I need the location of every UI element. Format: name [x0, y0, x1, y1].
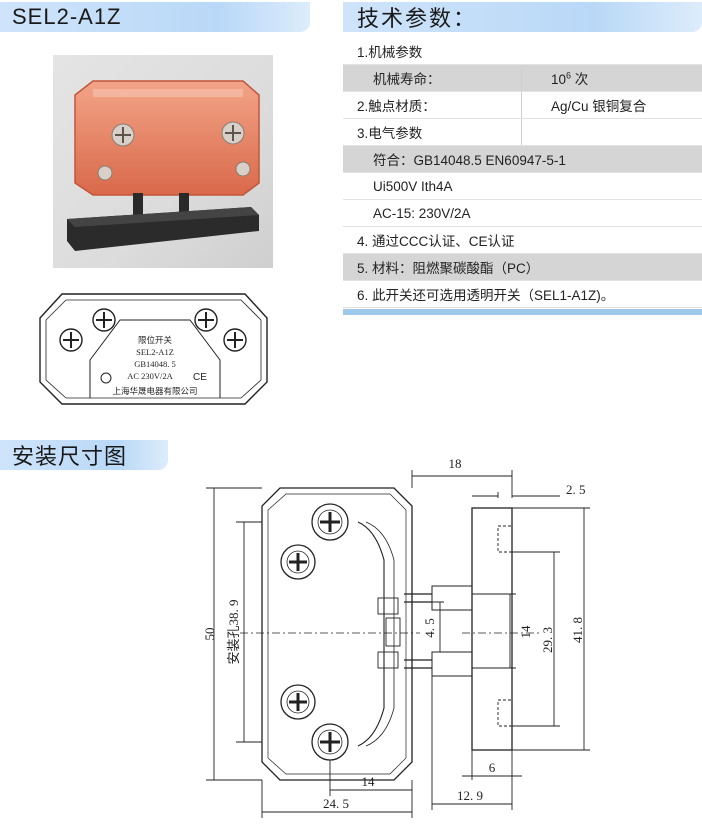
param-label: AC-15: 230V/2A — [373, 205, 471, 221]
param-label: 符合：GB14048.5 EN60947-5-1 — [373, 153, 566, 168]
param-row: Ui500V Ith4A — [343, 173, 702, 200]
dimension-lines — [206, 470, 590, 818]
param-label: 6. 此开关还可选用透明开关（SEL1-A1Z)。 — [357, 288, 615, 303]
column-divider — [521, 65, 522, 91]
param-label: 5. 材料：阻燃聚碳酸酯（PC） — [357, 261, 540, 276]
param-label: 3.电气参数 — [357, 126, 423, 141]
device-label-line1: 限位开关 — [138, 335, 173, 345]
param-row: 机械寿命： 106 次 — [343, 65, 702, 92]
tech-title: 技术参数： — [357, 6, 478, 31]
table-bottom-bar — [343, 309, 702, 315]
param-value-exponent: 6 — [566, 70, 572, 81]
dim-4-5: 4. 5 — [422, 618, 437, 638]
dim-50: 50 — [202, 628, 217, 641]
param-label: Ui500V Ith4A — [373, 178, 453, 194]
param-row: 5. 材料：阻燃聚碳酸酯（PC） — [343, 254, 702, 281]
param-label: 机械寿命： — [373, 72, 441, 87]
tech-title-bar: 技术参数： — [343, 2, 702, 32]
param-row: AC-15: 230V/2A — [343, 200, 702, 227]
dim-title-bar: 安装尺寸图 — [0, 440, 168, 470]
switch-front-drawing — [39, 293, 268, 405]
model-title: SEL2-A1Z — [12, 4, 122, 29]
dim-38-9: 安装孔38. 9 — [226, 599, 241, 664]
param-value-base: 10 — [551, 72, 567, 87]
device-label-line2: SEL2-A1Z — [136, 347, 174, 357]
dim-18: 18 — [449, 456, 462, 471]
device-label-ce: CE — [193, 372, 207, 383]
dim-29-3: 29. 3 — [540, 627, 555, 653]
dim-title: 安装尺寸图 — [12, 444, 128, 469]
param-row: 符合：GB14048.5 EN60947-5-1 — [343, 146, 702, 173]
param-row: 4. 通过CCC认证、CE认证 — [343, 227, 702, 254]
device-label-line4: AC 230V/2A — [127, 371, 173, 381]
dim-41-8: 41. 8 — [570, 617, 585, 643]
param-row: 1.机械参数 — [343, 38, 702, 65]
dim-2-5: 2. 5 — [566, 482, 586, 497]
model-title-bar: SEL2-A1Z — [0, 2, 310, 32]
dim-14-horizontal: 14 — [362, 774, 376, 789]
device-label-line3: GB14048. 5 — [134, 359, 176, 369]
column-divider — [521, 92, 522, 118]
param-value-suffix: 次 — [571, 72, 589, 87]
param-value: Ag/Cu 银铜复合 — [551, 99, 647, 114]
device-label-maker: 上海华晟电器有限公司 — [112, 386, 197, 396]
dim-6: 6 — [489, 760, 496, 775]
param-row: 2.触点材质： Ag/Cu 银铜复合 — [343, 92, 702, 119]
param-row: 3.电气参数 — [343, 119, 702, 146]
param-label: 1.机械参数 — [357, 45, 423, 60]
dim-24-5: 24. 5 — [323, 796, 349, 811]
column-divider — [521, 119, 522, 145]
param-row: 6. 此开关还可选用透明开关（SEL1-A1Z)。 — [343, 281, 702, 308]
param-label: 4. 通过CCC认证、CE认证 — [357, 234, 515, 249]
dim-14-vertical: 14 — [518, 625, 533, 639]
param-value: 106 次 — [551, 68, 588, 88]
dim-12-9: 12. 9 — [457, 788, 483, 803]
tech-params-table: 1.机械参数 机械寿命： 106 次 2.触点材质： Ag/Cu 银铜复合 3.… — [343, 38, 702, 308]
product-photo — [53, 55, 273, 268]
param-label: 2.触点材质： — [357, 99, 436, 114]
dimension-drawing — [240, 487, 540, 781]
product-photo-illustration — [67, 80, 260, 251]
